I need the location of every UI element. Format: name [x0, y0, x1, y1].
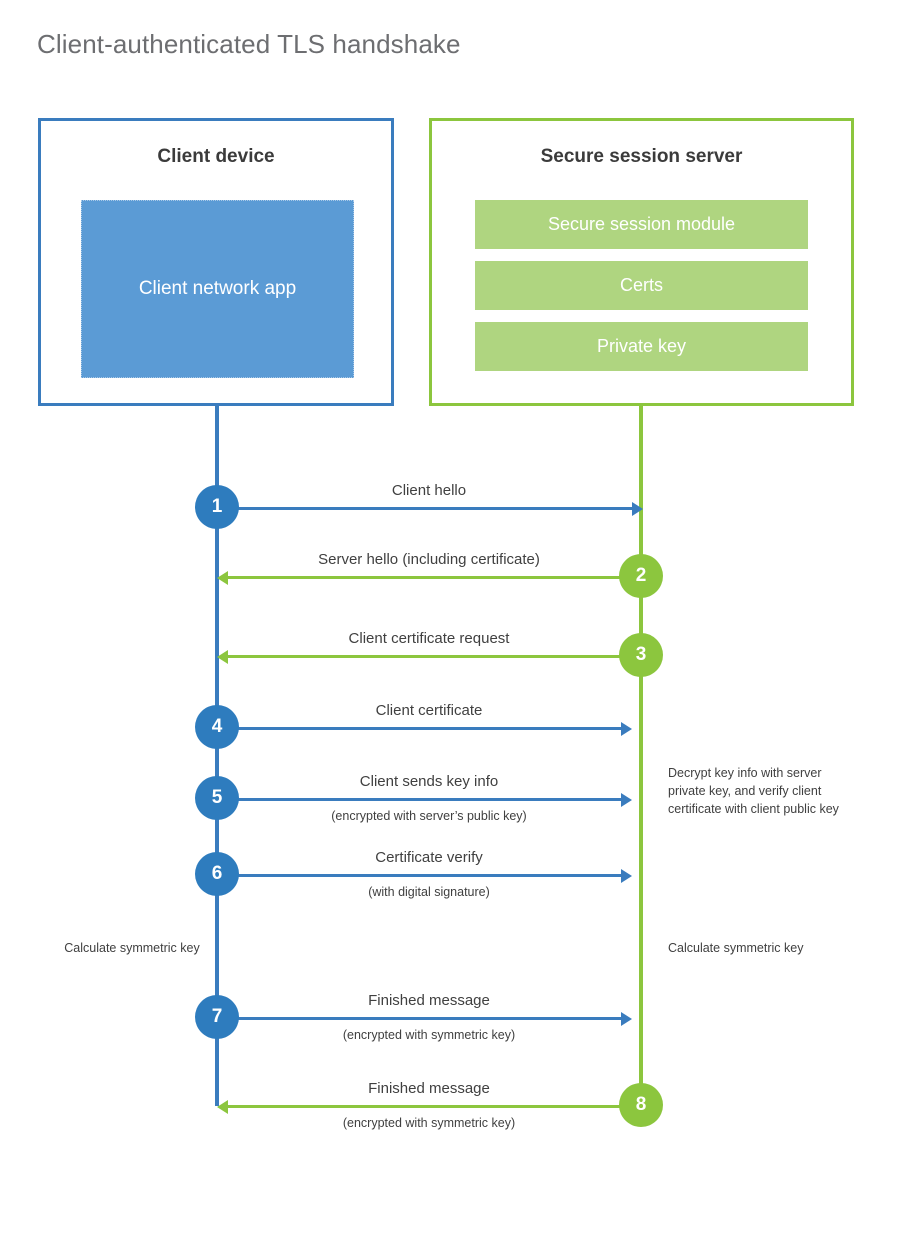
- note-server-calculate-symmetric-key: Calculate symmetric key: [668, 941, 804, 955]
- step-badge-7[interactable]: 7: [195, 995, 239, 1039]
- step-badge-3[interactable]: 3: [619, 633, 663, 677]
- note-client-calculate-symmetric-key: Calculate symmetric key: [64, 941, 200, 955]
- message-4-label: Client certificate: [375, 702, 483, 719]
- client-device-box: Client device Client network app: [38, 118, 394, 406]
- message-7-sublabel: (encrypted with symmetric key): [342, 1028, 516, 1042]
- message-8-label: Finished message: [368, 1080, 490, 1097]
- server-component-list: Secure session module Certs Private key: [475, 200, 808, 371]
- client-device-title: Client device: [157, 146, 275, 167]
- server-component-certs: Certs: [475, 261, 808, 310]
- server-component-private-key: Private key: [475, 322, 808, 371]
- message-1-label: Client hello: [391, 482, 467, 499]
- step-badge-8[interactable]: 8: [619, 1083, 663, 1127]
- message-2-label: Server hello (including certificate): [318, 551, 540, 568]
- server-lifeline: [639, 406, 643, 1106]
- secure-session-server-title: Secure session server: [540, 146, 743, 167]
- message-8-sublabel: (encrypted with symmetric key): [342, 1116, 516, 1130]
- step-badge-6[interactable]: 6: [195, 852, 239, 896]
- step-badge-5[interactable]: 5: [195, 776, 239, 820]
- step-badge-2[interactable]: 2: [619, 554, 663, 598]
- server-component-secure-session-module: Secure session module: [475, 200, 808, 249]
- message-7-label: Finished message: [368, 992, 490, 1009]
- client-lifeline: [215, 406, 219, 1106]
- message-6-sublabel: (with digital signature): [368, 885, 490, 899]
- note-server-decrypt: Decrypt key info with server private key…: [668, 766, 839, 817]
- client-network-app-block: Client network app: [81, 200, 354, 378]
- step-badge-4[interactable]: 4: [195, 705, 239, 749]
- message-5-label: Client sends key info: [359, 773, 499, 790]
- message-3-label: Client certificate request: [348, 630, 510, 647]
- message-6-label: Certificate verify: [375, 849, 483, 866]
- step-badge-1[interactable]: 1: [195, 485, 239, 529]
- page-title: Client-authenticated TLS handshake: [37, 29, 461, 59]
- secure-session-server-box: Secure session server Secure session mod…: [429, 118, 854, 406]
- message-5-sublabel: (encrypted with server’s public key): [331, 809, 527, 823]
